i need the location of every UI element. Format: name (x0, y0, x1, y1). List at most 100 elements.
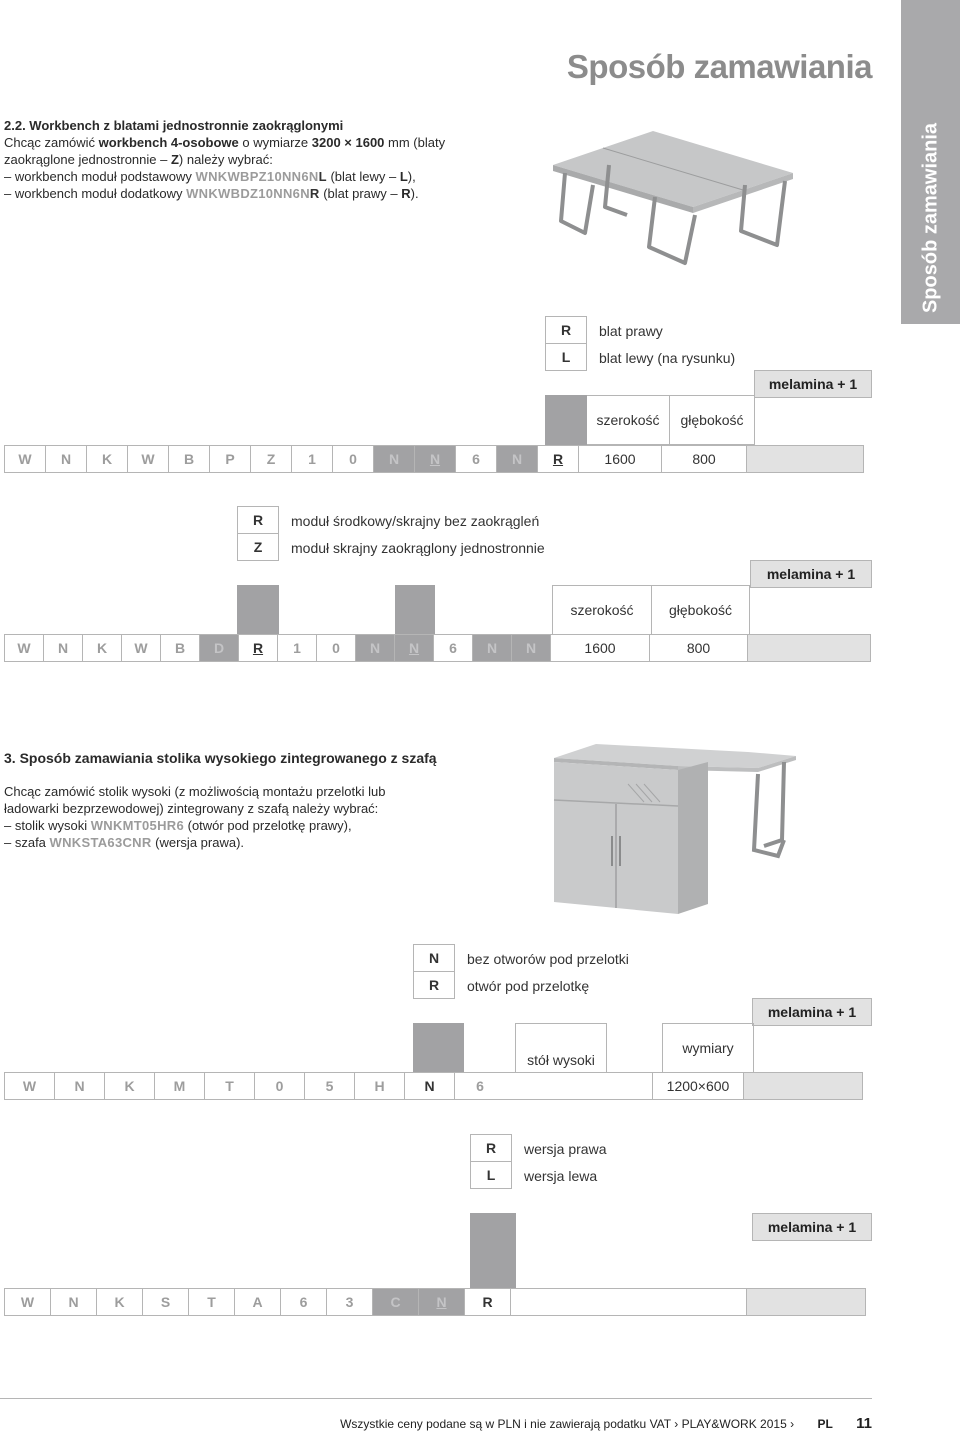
code-gray-column (395, 585, 435, 635)
intro-line: Chcąc zamówić workbench 4-osobowe o wymi… (4, 134, 544, 151)
code-cell: 5 (304, 1072, 355, 1100)
depth-header: głębokość (651, 585, 750, 635)
melamina-blank (743, 1072, 863, 1100)
text: zaokrąglone jednostronnie – (4, 152, 171, 167)
text: ). (410, 186, 419, 201)
code-cell: 1 (291, 445, 333, 473)
product-code-key: R (309, 186, 320, 201)
text-bold: R (401, 186, 411, 201)
code-cell: W (121, 634, 161, 662)
code-cell: T (188, 1288, 235, 1316)
code-spacer (505, 1072, 653, 1100)
code-cell: 0 (332, 445, 374, 473)
text: (otwór pod przelotkę prawy), (184, 818, 352, 833)
text: ), (407, 169, 416, 184)
footer-brand: PLAY&WORK 2015 (681, 1417, 787, 1431)
code-cell: W (4, 445, 46, 473)
text: (wersja prawa). (151, 835, 245, 850)
code-cell: N (43, 634, 83, 662)
product-code: WNKWBDZ10NN6N (186, 186, 310, 201)
text: ) należy wybrać: (178, 152, 273, 167)
side-tab: Sposób zamawiania (901, 0, 960, 324)
code-cell: 6 (455, 445, 497, 473)
code-cell: W (4, 1072, 55, 1100)
code-cell: 0 (316, 634, 356, 662)
dimensions-value: 1200×600 (652, 1072, 744, 1100)
chevron-right-icon: › (674, 1417, 682, 1431)
legend-label: wersja prawa (524, 1140, 607, 1157)
text: mm (blaty (384, 135, 446, 150)
code-cell: N (54, 1072, 105, 1100)
product-code-key: L (318, 169, 327, 184)
workbench-illustration (553, 131, 793, 265)
code-cell: 3 (326, 1288, 373, 1316)
code-cell: N (50, 1288, 97, 1316)
high-table-illustration (553, 744, 796, 914)
product-type-header: stół wysoki (515, 1023, 607, 1073)
footer-note: Wszystkie ceny podane są w PLN i nie zaw… (340, 1417, 671, 1431)
melamina-label: melamina + 1 (754, 370, 872, 398)
text: o wymiarze (238, 135, 312, 150)
code-cell: P (209, 445, 251, 473)
melamina-blank (746, 445, 864, 473)
page-number: 11 (856, 1415, 872, 1432)
depth-header: głębokość (669, 395, 755, 445)
code-cell: 1 (277, 634, 317, 662)
product-code: WNKMT05HR6 (90, 818, 184, 833)
intro-line: Chcąc zamówić stolik wysoki (z możliwośc… (4, 784, 386, 799)
code-cell-gray: D (199, 634, 239, 662)
section-2-2-intro: 2.2. Workbench z blatami jednostronnie z… (4, 117, 544, 202)
melamina-label: melamina + 1 (750, 560, 872, 588)
intro-line: – stolik wysoki WNKMT05HR6 (otwór pod pr… (4, 817, 544, 834)
legend-label: otwór pod przelotkę (467, 977, 590, 994)
section-3-intro: Chcąc zamówić stolik wysoki (z możliwośc… (4, 783, 544, 851)
code-cell: 6 (433, 634, 473, 662)
code-cell-gray: N (511, 634, 551, 662)
code-gray-column (470, 1213, 516, 1289)
legend-key: Z (237, 533, 279, 561)
code-cell: K (82, 634, 122, 662)
code-cell-key: R (537, 445, 579, 473)
intro-line: ładowarki bezprzewodowej) zintegrowany z… (4, 801, 379, 816)
width-value: 1600 (578, 445, 662, 473)
code-cell: Z (250, 445, 292, 473)
legend-key: R (413, 971, 455, 999)
code-cell-gray: C (372, 1288, 419, 1316)
intro-line: – workbench moduł dodatkowy WNKWBDZ10NN6… (4, 185, 544, 202)
width-value: 1600 (550, 634, 650, 662)
legend-key: L (470, 1161, 512, 1189)
order-code-row-3: W N K M T 0 5 H N 6 1200×600 (4, 1072, 863, 1100)
text: Chcąc zamówić (4, 135, 99, 150)
text: (blat prawy – (319, 186, 402, 201)
code-gray-column (545, 395, 587, 445)
depth-value: 800 (649, 634, 748, 662)
code-cell: W (127, 445, 169, 473)
order-code-row-4: W N K S T A 6 3 C N R (4, 1288, 866, 1316)
intro-line: – szafa WNKSTA63CNR (wersja prawa). (4, 834, 544, 851)
page-title: Sposób zamawiania (566, 48, 873, 85)
text-bold: 3200 × 1600 (311, 135, 385, 150)
chevron-right-icon: › (790, 1417, 798, 1431)
melamina-blank (747, 634, 871, 662)
code-cell-key: R (464, 1288, 511, 1316)
melamina-label: melamina + 1 (752, 1213, 872, 1241)
product-code: WNKSTA63CNR (49, 835, 152, 850)
code-cell: H (354, 1072, 405, 1100)
footer-language: PL (817, 1417, 833, 1431)
code-cell: W (4, 1288, 51, 1316)
side-tab-label: Sposób zamawiania (919, 122, 941, 314)
code-cell: S (142, 1288, 189, 1316)
melamina-label: melamina + 1 (752, 998, 872, 1026)
order-code-row-1: W N K W B P Z 1 0 N N 6 N R 1600 800 (4, 445, 864, 473)
code-cell: K (86, 445, 128, 473)
order-code-row-2: W N K W B D R 1 0 N N 6 N N 1600 800 (4, 634, 871, 662)
code-gray-column (413, 1023, 464, 1073)
legend-label: wersja lewa (524, 1167, 598, 1184)
code-cell-gray: N (373, 445, 415, 473)
legend-label: moduł środkowy/skrajny bez zaokrągleń (291, 512, 540, 529)
